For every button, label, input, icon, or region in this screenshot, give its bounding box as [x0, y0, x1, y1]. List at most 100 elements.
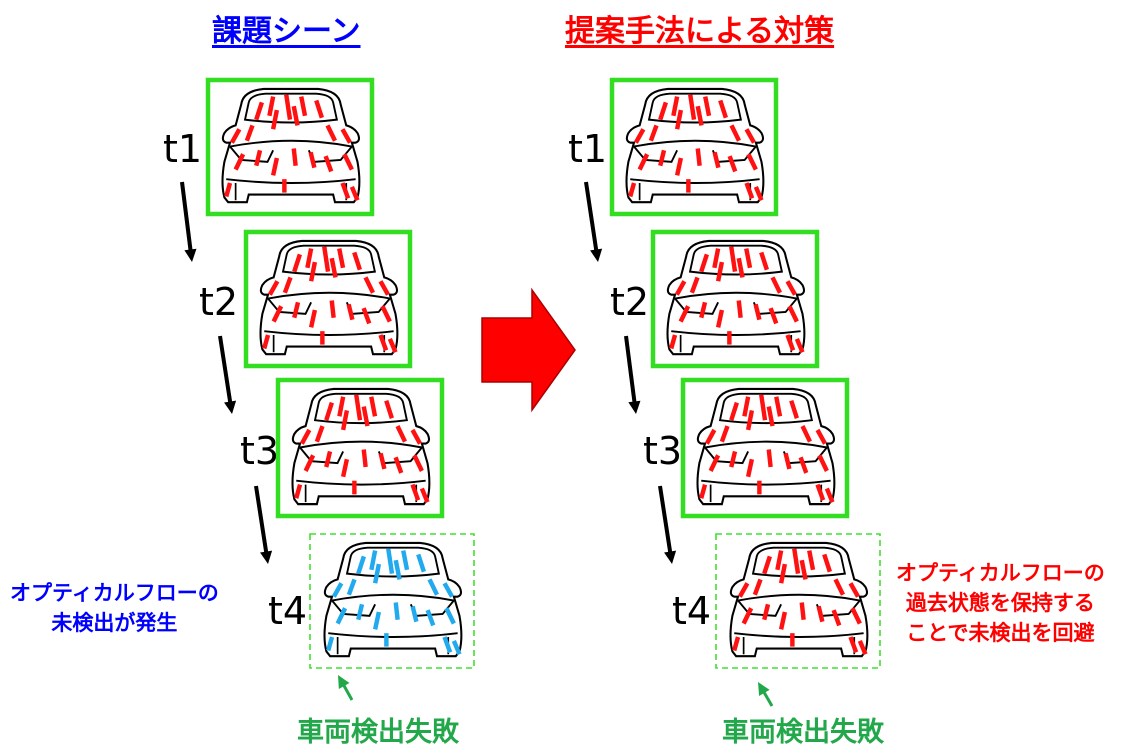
- optical-flow-mark: [331, 582, 344, 598]
- time-label-left-t1: t1: [163, 127, 203, 171]
- car-outline-icon: [221, 87, 361, 204]
- down-arrow-icon: [584, 181, 603, 262]
- optical-flow-mark: [789, 399, 799, 419]
- optical-flow-mark: [324, 450, 333, 468]
- optical-flow-mark: [271, 305, 284, 323]
- optical-flow-mark: [815, 483, 826, 502]
- optical-flow-mark: [340, 458, 350, 478]
- optical-flow-mark: [745, 458, 755, 478]
- optical-flow-mark: [340, 128, 352, 144]
- optical-flow-mark: [671, 96, 680, 117]
- optical-flow-mark: [361, 307, 372, 325]
- optical-flow-mark: [326, 636, 335, 652]
- optical-flow-mark: [799, 559, 808, 580]
- optical-flow-mark: [340, 182, 351, 200]
- time-label-left-t4: t4: [268, 589, 308, 633]
- optical-flow-mark: [361, 449, 368, 468]
- optical-flow-mark: [783, 452, 792, 470]
- optical-flow-mark: [746, 153, 758, 171]
- optical-flow-mark: [244, 124, 255, 142]
- optical-flow-mark: [369, 550, 378, 571]
- optical-flow-mark: [314, 99, 324, 119]
- optical-flow-mark: [329, 257, 338, 278]
- detection-box: [680, 377, 850, 519]
- optical-flow-mark: [744, 128, 756, 144]
- optical-flow-mark: [372, 611, 382, 630]
- optical-flow-mark: [712, 248, 721, 269]
- optical-flow-mark: [774, 396, 783, 417]
- optical-flow-mark: [346, 303, 355, 321]
- optical-flow-mark: [387, 337, 398, 354]
- optical-flow-mark: [744, 248, 753, 269]
- car-frame-left-t2: [243, 229, 413, 369]
- optical-flow-mark: [775, 550, 784, 571]
- optical-flow-mark: [363, 276, 375, 294]
- optical-flow-mark: [262, 334, 271, 350]
- optical-flow-mark: [349, 185, 360, 202]
- time-label-right-t4: t4: [672, 589, 712, 633]
- optical-flow-mark: [282, 276, 293, 294]
- optical-flow-mark: [753, 303, 762, 321]
- optical-flow-mark: [729, 401, 739, 421]
- problem-column: [180, 77, 475, 701]
- optical-flow-mark: [648, 124, 659, 142]
- optical-flow-mark: [291, 105, 300, 126]
- optical-flow-mark: [442, 582, 454, 598]
- optical-flow-mark: [322, 246, 331, 272]
- optical-flow-mark: [284, 94, 293, 120]
- optical-flow-mark: [305, 248, 314, 269]
- optical-flow-mark: [759, 251, 769, 271]
- optical-flow-mark: [270, 157, 280, 176]
- time-label-left-t3: t3: [240, 429, 280, 473]
- note-line: ことで未検出を回避: [906, 621, 1095, 645]
- optical-flow-mark: [308, 151, 317, 169]
- optical-flow-mark: [267, 280, 280, 296]
- optical-flow-mark: [442, 636, 453, 654]
- optical-flow-mark: [785, 334, 796, 352]
- optical-flow-mark: [792, 548, 801, 574]
- optical-flow-mark: [425, 609, 436, 627]
- optical-flow-mark: [378, 334, 389, 352]
- car-outline-icon: [666, 239, 806, 356]
- optical-flow-mark: [267, 96, 276, 117]
- optical-flow-mark: [378, 280, 390, 296]
- optical-flow-mark: [678, 305, 691, 323]
- optical-flow-mark: [412, 454, 424, 472]
- optical-flow-mark: [378, 452, 387, 470]
- optical-flow-mark: [770, 276, 782, 294]
- optical-flow-mark: [270, 109, 280, 130]
- optical-flow-mark: [699, 301, 708, 319]
- optical-flow-mark: [416, 553, 426, 573]
- optical-flow-mark: [737, 582, 750, 598]
- optical-flow-mark: [695, 105, 704, 126]
- optical-flow-mark: [800, 425, 812, 443]
- optical-flow-mark: [323, 155, 334, 173]
- optical-flow-mark: [762, 603, 771, 621]
- optical-flow-mark: [395, 425, 407, 443]
- optical-flow-mark: [380, 305, 392, 323]
- optical-flow-mark: [798, 456, 809, 474]
- car-frame-right-t1: [609, 77, 779, 217]
- detection-failure-label-left: 車両検出失敗: [297, 717, 459, 748]
- up-arrow-icon: [758, 682, 774, 707]
- detection-box: [650, 229, 820, 369]
- optical-flow-mark: [292, 301, 301, 319]
- optical-flow-mark: [732, 636, 741, 652]
- optical-flow-mark: [335, 607, 348, 625]
- note-line: オプティカルフローの: [10, 581, 219, 605]
- optical-flow-mark: [291, 148, 298, 166]
- optical-flow-mark: [401, 550, 410, 571]
- optical-flow-mark: [386, 548, 395, 574]
- optical-flow-mark: [833, 578, 845, 596]
- optical-flow-mark: [715, 261, 725, 282]
- note-line: 未検出が発生: [51, 611, 178, 635]
- car-frame-left-t3: [275, 377, 445, 519]
- optical-flow-mark: [768, 307, 779, 325]
- optical-flow-mark: [325, 124, 337, 142]
- optical-flow-mark: [703, 96, 712, 117]
- optical-flow-mark: [708, 454, 721, 472]
- optical-flow-mark: [674, 280, 687, 296]
- optical-flow-mark: [314, 425, 325, 443]
- optical-flow-mark: [752, 578, 763, 596]
